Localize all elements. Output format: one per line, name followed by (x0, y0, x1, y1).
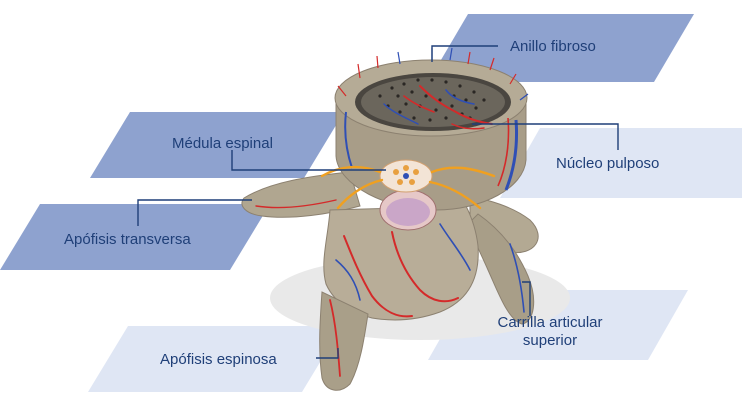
label-carrilla-articular-line2: superior (476, 332, 624, 350)
label-nucleo-pulposo: Núcleo pulposo (556, 155, 659, 173)
label-apofisis-transversa: Apófisis transversa (64, 231, 191, 249)
label-apofisis-espinosa: Apófisis espinosa (160, 351, 277, 369)
label-medula-espinal: Médula espinal (172, 135, 273, 153)
label-anillo-fibroso: Anillo fibroso (510, 38, 596, 56)
label-carrilla-articular: Carrilla articular superior (476, 314, 624, 350)
label-carrilla-articular-line1: Carrilla articular (476, 314, 624, 332)
